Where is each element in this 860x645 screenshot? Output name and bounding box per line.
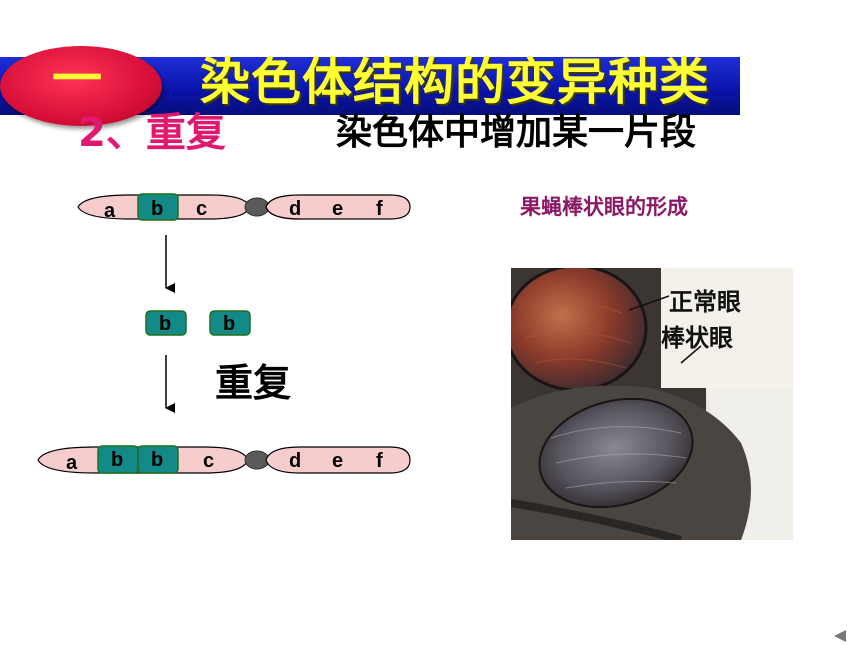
- section-badge-label: 一: [52, 50, 102, 108]
- bottom-gene-e: e: [332, 450, 343, 472]
- bottom-segment-b-2: [137, 445, 179, 474]
- bottom-gene-a: a: [66, 452, 78, 474]
- pointer-normal-eye: [628, 295, 670, 311]
- middle-segment-b-1: [145, 310, 187, 336]
- section-badge: [0, 46, 162, 126]
- bottom-gene-d: d: [289, 450, 301, 472]
- middle-segment-b-2: [209, 310, 251, 336]
- middle-gene-b-1: b: [159, 313, 171, 335]
- subtitle-number: 2、重复: [78, 110, 226, 156]
- top-gene-e: e: [332, 198, 343, 220]
- label-bar-eye: 棒状眼: [661, 323, 733, 352]
- fruit-fly-illustration: [511, 268, 793, 540]
- label-normal-eye: 正常眼: [669, 287, 741, 316]
- bottom-gene-b-2: b: [151, 449, 163, 471]
- top-gene-a: a: [104, 200, 116, 222]
- top-gene-f: f: [376, 198, 383, 220]
- middle-gene-b-2: b: [223, 313, 235, 335]
- slide-title: 染色体结构的变异种类: [200, 53, 710, 111]
- bottom-gene-f: f: [376, 450, 383, 472]
- normal-eye: [511, 268, 648, 392]
- bar-eye: [538, 397, 694, 509]
- top-segment-b: [137, 193, 179, 221]
- bottom-gene-c: c: [203, 450, 214, 472]
- top-gene-b: b: [151, 198, 163, 220]
- pointer-bar-eye: [680, 345, 702, 364]
- bottom-chromosome-right-arm: [265, 446, 411, 474]
- top-gene-c: c: [196, 198, 207, 220]
- bottom-gene-b-1: b: [111, 449, 123, 471]
- top-chromosome-right-arm: [265, 194, 411, 220]
- top-gene-d: d: [289, 198, 301, 220]
- fruit-fly-photo: 正常眼 棒状眼: [511, 268, 793, 540]
- photo-caption: 果蝇棒状眼的形成: [520, 195, 688, 219]
- prev-slide-arrow-icon[interactable]: [834, 630, 846, 642]
- subtitle-description: 染色体中增加某一片段: [336, 112, 697, 153]
- duplication-label: 重复: [215, 361, 292, 405]
